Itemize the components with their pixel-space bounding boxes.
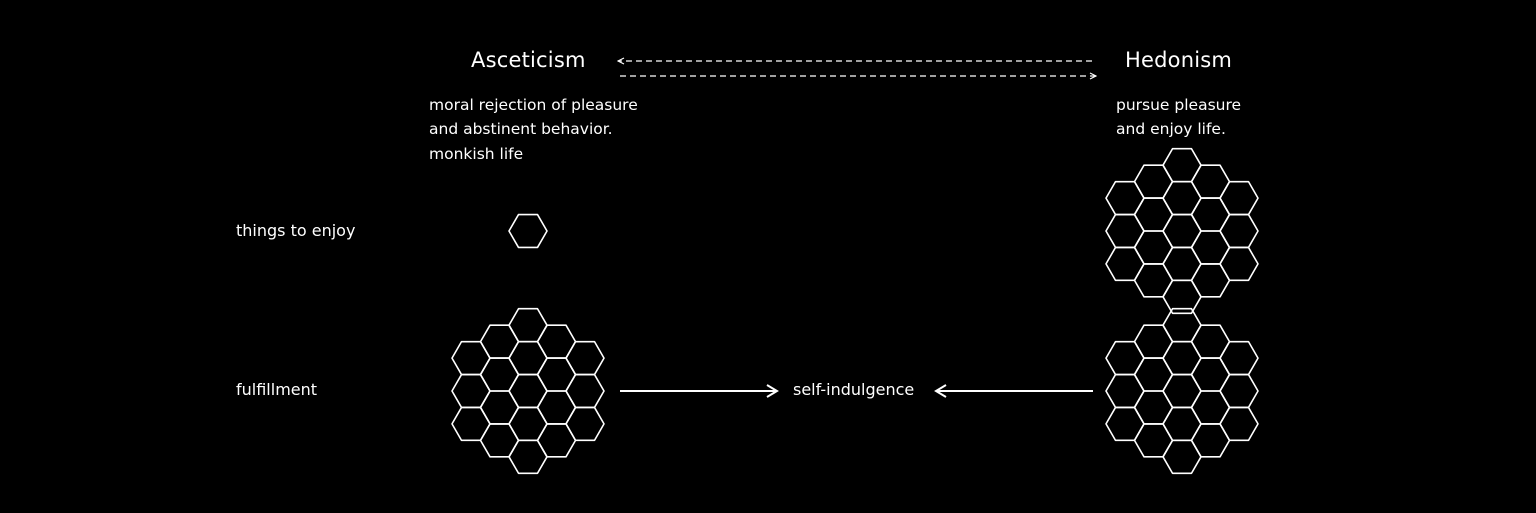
- hexagon-asceticism-fulfillment: [508, 373, 548, 409]
- hexagon-asceticism-fulfillment: [479, 423, 520, 458]
- hexagon-hedonism-things-to-enjoy: [1133, 230, 1174, 265]
- hexagon-asceticism-fulfillment: [508, 340, 548, 376]
- hexagon-hedonism-fulfillment: [1219, 340, 1259, 376]
- hex-cluster-asceticism-things-to-enjoy: [508, 213, 548, 249]
- hexagon-hedonism-fulfillment: [1162, 406, 1202, 442]
- hexagon-hedonism-things-to-enjoy: [1190, 263, 1231, 298]
- hexagon-hedonism-fulfillment: [1105, 406, 1145, 442]
- hexagon-hedonism-things-to-enjoy: [1162, 213, 1202, 249]
- hexagon-hedonism-fulfillment: [1190, 324, 1231, 359]
- hexagon-asceticism-fulfillment: [565, 373, 605, 409]
- hexagon-hedonism-things-to-enjoy: [1105, 213, 1145, 249]
- hexagon-hedonism-things-to-enjoy: [1133, 164, 1174, 199]
- hexagon-hedonism-things-to-enjoy: [1219, 180, 1259, 216]
- hedonism-title: Hedonism: [1125, 48, 1233, 72]
- hexagon-asceticism-fulfillment: [479, 357, 520, 392]
- hexagon-hedonism-fulfillment: [1219, 373, 1259, 409]
- hexagon-hedonism-things-to-enjoy: [1105, 246, 1145, 282]
- hexagon-clusters: [451, 147, 1259, 475]
- hexagon-hedonism-things-to-enjoy: [1133, 263, 1174, 298]
- hexagon-asceticism-fulfillment: [536, 423, 577, 458]
- hexagon-asceticism-fulfillment: [536, 324, 577, 359]
- hexagon-asceticism-fulfillment: [536, 357, 577, 392]
- asceticism-description-line-3: monkish life: [429, 145, 524, 163]
- asceticism-description-line-1: moral rejection of pleasure: [429, 96, 638, 114]
- hex-cluster-asceticism-fulfillment: [451, 307, 605, 475]
- hexagon-hedonism-things-to-enjoy: [1162, 147, 1202, 183]
- hexagon-hedonism-fulfillment: [1190, 390, 1231, 425]
- asceticism-title: Asceticism: [471, 48, 586, 72]
- hexagon-hedonism-fulfillment: [1133, 324, 1174, 359]
- hexagon-hedonism-fulfillment: [1190, 423, 1231, 458]
- hexagon-asceticism-fulfillment: [536, 390, 577, 425]
- hexagon-asceticism-fulfillment: [479, 324, 520, 359]
- hexagon-asceticism-fulfillment: [479, 390, 520, 425]
- hexagon-hedonism-things-to-enjoy: [1219, 246, 1259, 282]
- hexagon-hedonism-things-to-enjoy: [1190, 164, 1231, 199]
- hedonism-description-line-2: and enjoy life.: [1116, 120, 1226, 138]
- hexagon-asceticism-fulfillment: [451, 373, 491, 409]
- hex-cluster-hedonism-fulfillment: [1105, 307, 1259, 475]
- hexagon-hedonism-fulfillment: [1105, 340, 1145, 376]
- hedonism-description-line-1: pursue pleasure: [1116, 96, 1242, 114]
- hexagon-hedonism-things-to-enjoy: [1190, 230, 1231, 265]
- row-label-fulfillment: fulfillment: [236, 380, 318, 399]
- hexagon-asceticism-fulfillment: [508, 439, 548, 475]
- hexagon-hedonism-fulfillment: [1133, 357, 1174, 392]
- hexagon-hedonism-fulfillment: [1133, 390, 1174, 425]
- hexagon-asceticism-fulfillment: [565, 340, 605, 376]
- hexagon-hedonism-things-to-enjoy: [1219, 213, 1259, 249]
- hexagon-hedonism-fulfillment: [1133, 423, 1174, 458]
- hexagon-asceticism-fulfillment: [508, 307, 548, 343]
- hexagon-hedonism-fulfillment: [1190, 357, 1231, 392]
- hexagon-hedonism-things-to-enjoy: [1133, 197, 1174, 232]
- hex-cluster-hedonism-things-to-enjoy: [1105, 147, 1259, 315]
- hexagon-asceticism-things-to-enjoy: [508, 213, 548, 249]
- hexagon-asceticism-fulfillment: [451, 406, 491, 442]
- hexagon-hedonism-fulfillment: [1162, 439, 1202, 475]
- hexagon-hedonism-fulfillment: [1162, 373, 1202, 409]
- hexagon-asceticism-fulfillment: [451, 340, 491, 376]
- hexagon-hedonism-things-to-enjoy: [1105, 180, 1145, 216]
- hexagon-hedonism-fulfillment: [1219, 406, 1259, 442]
- hexagon-hedonism-things-to-enjoy: [1190, 197, 1231, 232]
- row-label-things-to-enjoy: things to enjoy: [236, 221, 356, 240]
- hexagon-asceticism-fulfillment: [565, 406, 605, 442]
- hexagon-hedonism-things-to-enjoy: [1162, 180, 1202, 216]
- self-indulgence-label: self-indulgence: [793, 380, 915, 399]
- asceticism-description-line-2: and abstinent behavior.: [429, 120, 613, 138]
- hexagon-asceticism-fulfillment: [508, 406, 548, 442]
- hexagon-hedonism-fulfillment: [1162, 340, 1202, 376]
- hexagon-hedonism-fulfillment: [1105, 373, 1145, 409]
- hexagon-hedonism-things-to-enjoy: [1162, 246, 1202, 282]
